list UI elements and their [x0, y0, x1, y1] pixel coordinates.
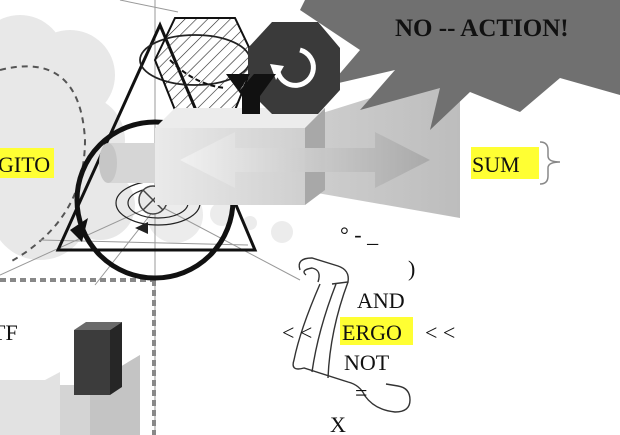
scroll	[292, 257, 411, 413]
left-fragment-label: TF	[0, 320, 18, 345]
sum-label: SUM	[472, 152, 520, 177]
equals-label: =	[355, 380, 367, 405]
and-label: AND	[357, 288, 405, 313]
x-label: X	[330, 412, 346, 435]
ergo-highlight	[340, 317, 413, 345]
dashed-arc	[0, 65, 87, 263]
sum-brace	[539, 141, 561, 185]
banner-title: NO -- ACTION!	[395, 15, 569, 42]
cogito-highlight	[0, 148, 54, 178]
rotate-octagon	[248, 22, 340, 114]
loop-arrowhead	[70, 218, 88, 242]
left-chevrons: < <	[282, 320, 312, 345]
action-banner	[300, 0, 620, 130]
dark-cube	[74, 322, 122, 395]
swirl-arrowhead	[135, 222, 148, 234]
dotted-frame	[0, 278, 156, 435]
double-arrow-icon	[180, 132, 430, 188]
cogito-label: GITO	[0, 152, 50, 177]
ergo-label: ERGO	[342, 320, 402, 345]
symbols-label: ° - _	[340, 222, 379, 247]
hexagon-arrow	[169, 59, 226, 89]
circular-arrow-icon	[275, 47, 316, 88]
y-fork-icon	[226, 74, 276, 114]
paren-label: )	[408, 256, 415, 281]
not-label: NOT	[344, 350, 390, 375]
right-chevrons: < <	[425, 320, 455, 345]
hatched-hexagon	[153, 17, 257, 111]
slab	[0, 355, 140, 435]
sum-highlight	[471, 147, 539, 179]
